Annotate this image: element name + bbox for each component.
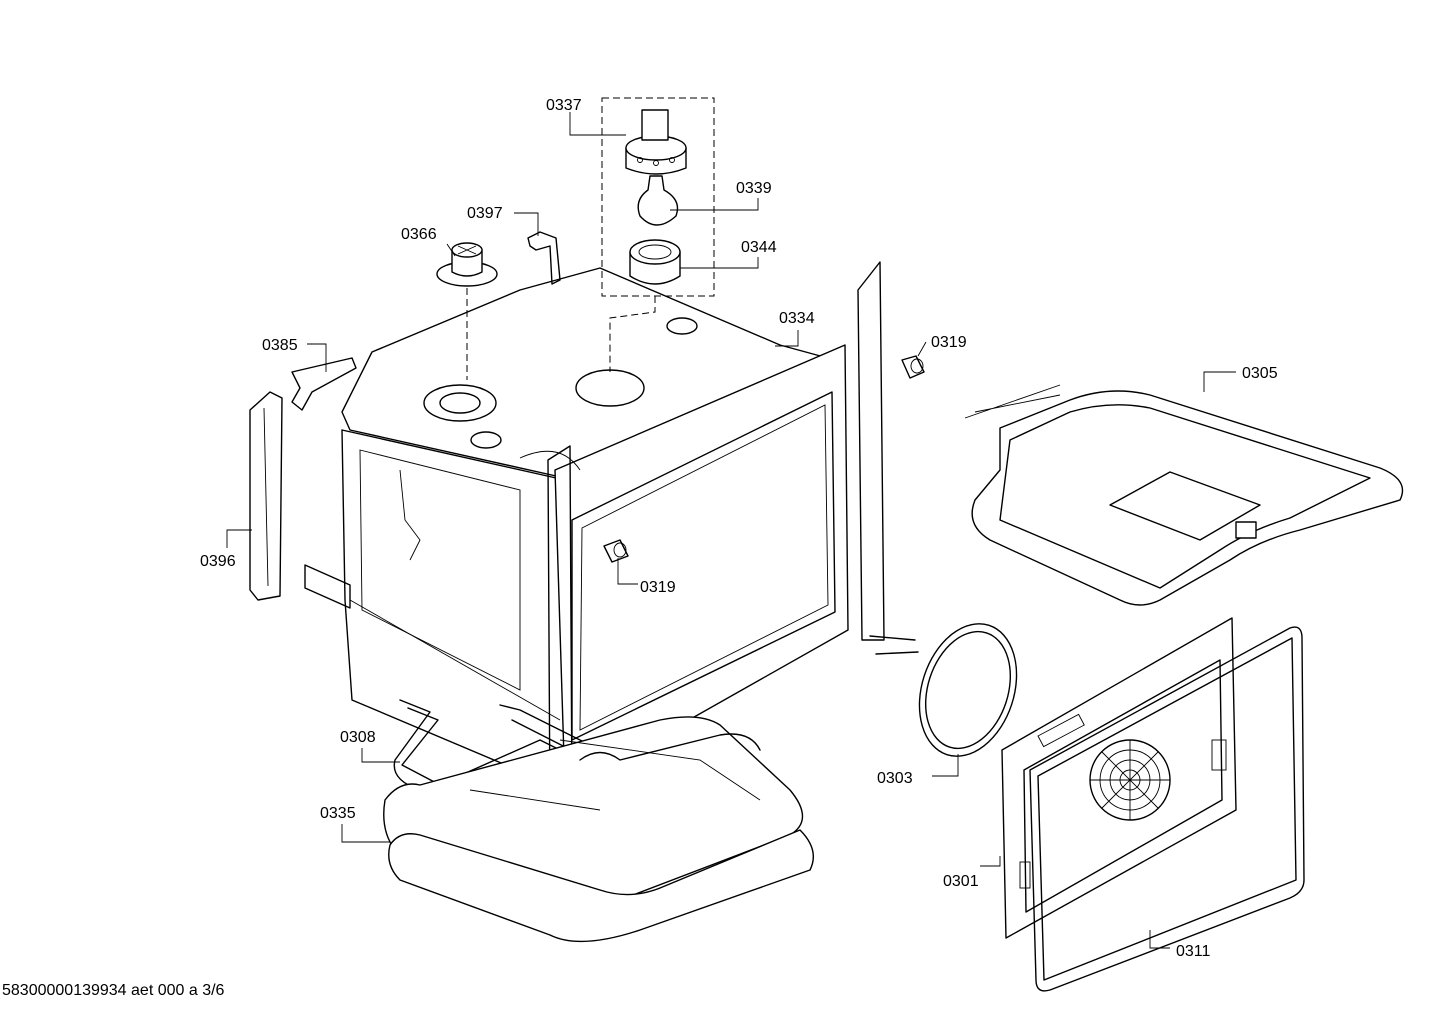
document-footer-id: 58300000139934 aet 000 a 3/6 <box>2 982 225 999</box>
callout-0319-top: 0319 <box>931 334 967 351</box>
callout-0366: 0366 <box>401 226 437 243</box>
callout-0339: 0339 <box>736 180 772 197</box>
rear-panel-part <box>1001 617 1237 939</box>
oven-cavity-part <box>304 261 885 816</box>
vent-connector-part <box>436 242 498 287</box>
bottom-insulation-part <box>383 716 814 943</box>
callout-0308: 0308 <box>340 729 376 746</box>
callout-0344: 0344 <box>741 239 777 256</box>
lamp-holder-cavity-part <box>603 539 629 563</box>
callout-0396: 0396 <box>200 553 236 570</box>
callout-0335: 0335 <box>320 805 356 822</box>
callout-0305: 0305 <box>1242 365 1278 382</box>
callout-0385: 0385 <box>262 337 298 354</box>
top-bracket-part <box>527 231 561 285</box>
lamp-holder-top-part <box>901 355 925 379</box>
lamp-axis-line <box>609 296 656 372</box>
callout-0319-cavity: 0319 <box>640 579 676 596</box>
circular-fan-element-part <box>869 623 1018 757</box>
leader-lines <box>226 112 1236 949</box>
lamp-assembly-frame <box>601 97 715 297</box>
door-seal-part <box>1029 626 1305 992</box>
callout-0301: 0301 <box>943 873 979 890</box>
top-heating-element-part <box>964 384 1404 606</box>
callout-0337: 0337 <box>546 97 582 114</box>
callout-0303: 0303 <box>877 770 913 787</box>
callout-0334: 0334 <box>779 310 815 327</box>
lamp-bulb-part <box>637 175 679 226</box>
callout-0397: 0397 <box>467 205 503 222</box>
hinge-clip-part <box>291 357 357 411</box>
callout-0311: 0311 <box>1176 943 1211 960</box>
lamp-cover-ring-part <box>629 239 681 285</box>
lamp-socket-part <box>625 109 687 175</box>
